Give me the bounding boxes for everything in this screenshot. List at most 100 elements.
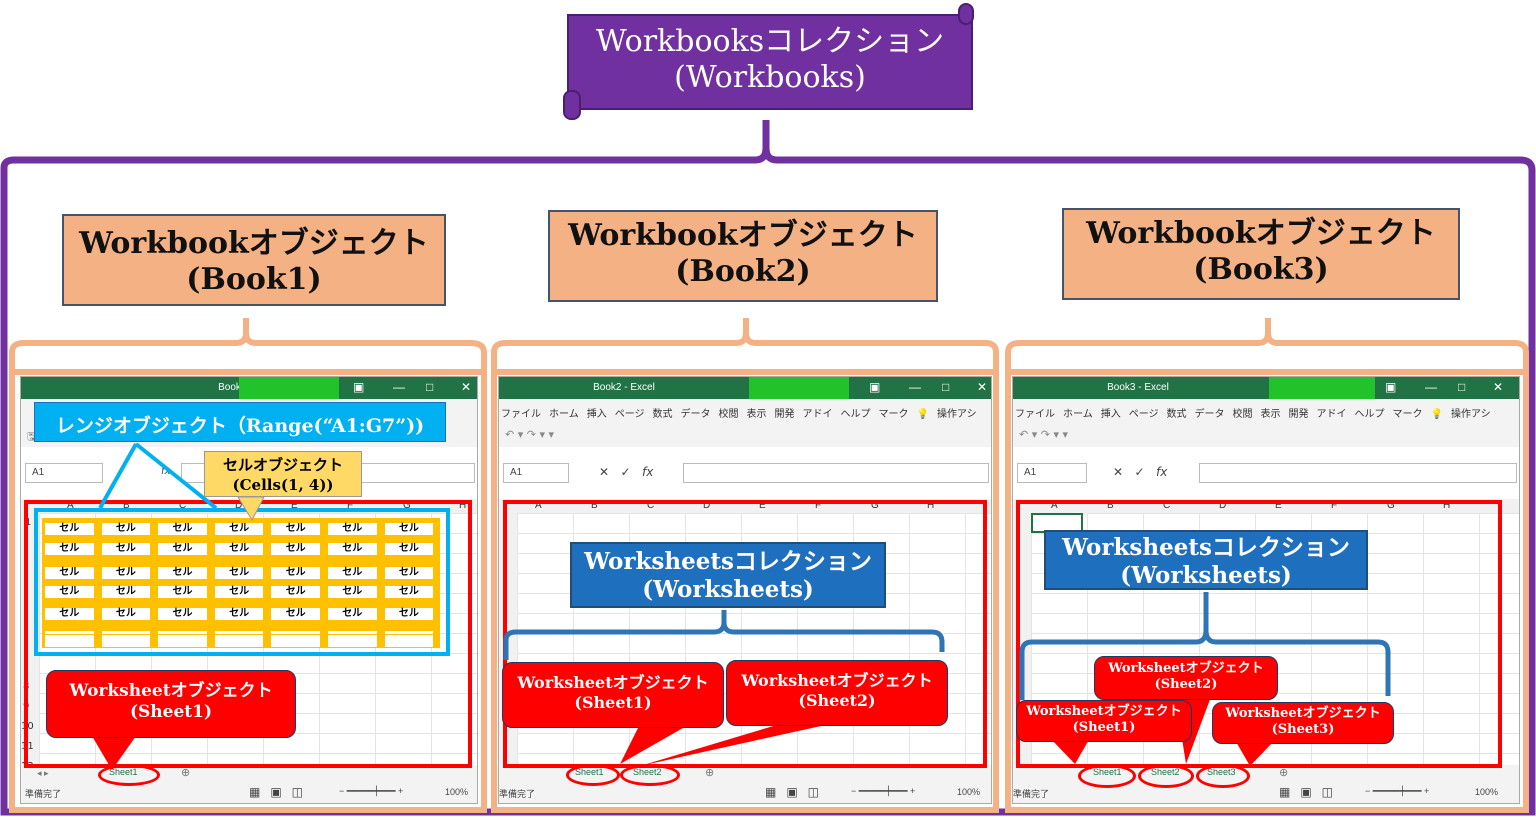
formula-input[interactable]: [1199, 463, 1517, 483]
cell-r7-c5: [270, 634, 321, 648]
cell-object-label: セルオブジェクト (Cells(1, 4)): [204, 451, 362, 497]
cell-r3-c4: セル: [213, 566, 265, 580]
maximize-icon[interactable]: □: [942, 380, 950, 394]
cell-r7-c3: [157, 634, 208, 648]
cell-r4-c6: セル: [327, 585, 378, 599]
name-box[interactable]: A1: [25, 463, 103, 483]
book3-title: Workbookオブジェクト: [1086, 216, 1436, 251]
quick-access-toolbar: ↶ ▾ ↷ ▾ ▾: [499, 425, 991, 447]
status-ready: 準備完了: [1013, 789, 1050, 799]
cell-r2-c7: セル: [383, 542, 435, 556]
worksheet-object-sheet1-book3: Worksheetオブジェクト(Sheet1): [1016, 700, 1192, 742]
cell-r3-c2: セル: [100, 566, 152, 580]
cell-range-area: [42, 518, 440, 648]
worksheet-object-sheet2-book3: Worksheetオブジェクト(Sheet2): [1094, 656, 1278, 700]
sheet1-tab-oval-book1: [98, 764, 160, 786]
minimize-icon[interactable]: —: [909, 380, 921, 394]
name-box[interactable]: A1: [503, 463, 569, 483]
cell-r2-c6: セル: [327, 542, 378, 556]
sheet1-tab-oval-book2: [566, 764, 620, 786]
formula-bar: A1 ✕ ✓ fx: [1013, 457, 1519, 487]
ribbon-display-icon[interactable]: ▣: [869, 380, 881, 394]
add-sheet-icon[interactable]: ⊕: [705, 767, 715, 779]
add-sheet-icon[interactable]: ⊕: [1279, 767, 1289, 779]
worksheet-highlight-book3: [1016, 500, 1502, 768]
close-icon[interactable]: ✕: [461, 380, 472, 394]
view-icons[interactable]: ▦ ▣ ◫: [249, 785, 304, 799]
name-box[interactable]: A1: [1017, 463, 1087, 483]
maximize-icon[interactable]: □: [426, 380, 434, 394]
user-bar: [749, 377, 849, 399]
close-icon[interactable]: ✕: [977, 380, 988, 394]
cancel-enter-icons[interactable]: ✕ ✓ fx: [1113, 465, 1168, 479]
book3-subtitle: (Book3): [1193, 252, 1329, 287]
cell-r3-c1: セル: [44, 566, 95, 580]
worksheet-object-sheet3-book3: Worksheetオブジェクト(Sheet3): [1212, 702, 1394, 744]
title-bar: Book3 - Excel ▣ — □ ✕: [1013, 377, 1519, 399]
cell-r1-c1: セル: [44, 522, 95, 536]
cell-r3-c3: セル: [157, 566, 208, 580]
cancel-enter-icons[interactable]: ✕ ✓ fx: [599, 465, 654, 479]
status-bar: 準備完了 ▦ ▣ ◫ − ━━━━━┿━━━ + 100%: [499, 783, 991, 803]
worksheet-object-sheet2-book2: Worksheetオブジェクト(Sheet2): [726, 660, 948, 726]
cell-r3-c7: セル: [383, 566, 435, 580]
view-icons[interactable]: ▦ ▣ ◫: [765, 785, 820, 799]
title-bar: Book1 - Excel ▣ — □ ✕: [21, 377, 477, 399]
maximize-icon[interactable]: □: [1458, 380, 1466, 394]
window-title: Book3 - Excel: [1107, 382, 1169, 393]
scroll-curl-top-right: [958, 3, 974, 25]
workbook-scroll-book1: Workbookオブジェクト (Book1): [62, 214, 446, 306]
cell-r1-c4: セル: [213, 522, 265, 536]
formula-input[interactable]: [683, 463, 989, 483]
workbooks-collection-scroll: Workbooksコレクション (Workbooks): [567, 14, 973, 110]
cell-r4-c4: セル: [213, 585, 265, 599]
user-bar: [1269, 377, 1375, 399]
cell-r5-c6: セル: [327, 607, 378, 621]
worksheet-object-sheet1-book2: Worksheetオブジェクト(Sheet1): [502, 662, 724, 728]
cell-r2-c1: セル: [44, 542, 95, 556]
window-title: Book2 - Excel: [593, 382, 655, 393]
sheet1-tab-oval-book3: [1078, 764, 1136, 788]
ribbon: ファイルホーム挿入ページ数式データ校閲表示開発アドイヘルプマーク💡操作アシ: [1013, 399, 1519, 425]
sheet2-tab-oval-book3: [1138, 764, 1194, 788]
book1-subtitle: (Book1): [186, 262, 322, 297]
minimize-icon[interactable]: —: [1425, 380, 1437, 394]
cell-r1-c2: セル: [100, 522, 152, 536]
sheet2-tab-oval-book2: [620, 764, 680, 786]
ribbon-display-icon[interactable]: ▣: [1385, 380, 1397, 394]
workbooks-subtitle: (Workbooks): [674, 60, 866, 95]
minimize-icon[interactable]: —: [393, 380, 405, 394]
status-bar: 準備完了 ▦ ▣ ◫ − ━━━━━┿━━━ + 100%: [21, 783, 477, 803]
view-icons[interactable]: ▦ ▣ ◫: [1279, 785, 1334, 799]
scroll-curl-top-left: [563, 90, 581, 120]
formula-bar: A1 ✕ ✓ fx: [499, 457, 991, 487]
cell-r1-c3: セル: [157, 522, 208, 536]
fx-icon[interactable]: fx: [161, 466, 171, 477]
cell-r1-c6: セル: [327, 522, 378, 536]
cell-r7-c7: [383, 634, 435, 648]
book1-title: Workbookオブジェクト: [79, 226, 429, 261]
cell-r4-c3: セル: [157, 585, 208, 599]
book2-title: Workbookオブジェクト: [568, 218, 918, 253]
close-icon[interactable]: ✕: [1493, 380, 1504, 394]
quick-access-toolbar: ↶ ▾ ↷ ▾ ▾: [1013, 425, 1519, 447]
zoom-level: 100%: [445, 787, 469, 797]
ribbon-display-icon[interactable]: ▣: [353, 380, 365, 394]
range-highlight: [34, 508, 450, 656]
range-object-label: レンジオブジェクト（Range(“A1:G7”)): [34, 402, 446, 442]
cell-r5-c3: セル: [157, 607, 208, 621]
status-ready: 準備完了: [25, 789, 62, 799]
sheet3-tab-oval-book3: [1196, 764, 1250, 788]
worksheet-object-sheet1-book1: Worksheetオブジェクト(Sheet1): [46, 670, 296, 738]
add-sheet-icon[interactable]: ⊕: [181, 767, 191, 779]
cell-r5-c5: セル: [270, 607, 321, 621]
workbooks-title: Workbooksコレクション: [595, 24, 945, 59]
status-ready: 準備完了: [499, 789, 536, 799]
cell-r2-c5: セル: [270, 542, 321, 556]
title-bar: Book2 - Excel ▣ — □ ✕: [499, 377, 991, 399]
